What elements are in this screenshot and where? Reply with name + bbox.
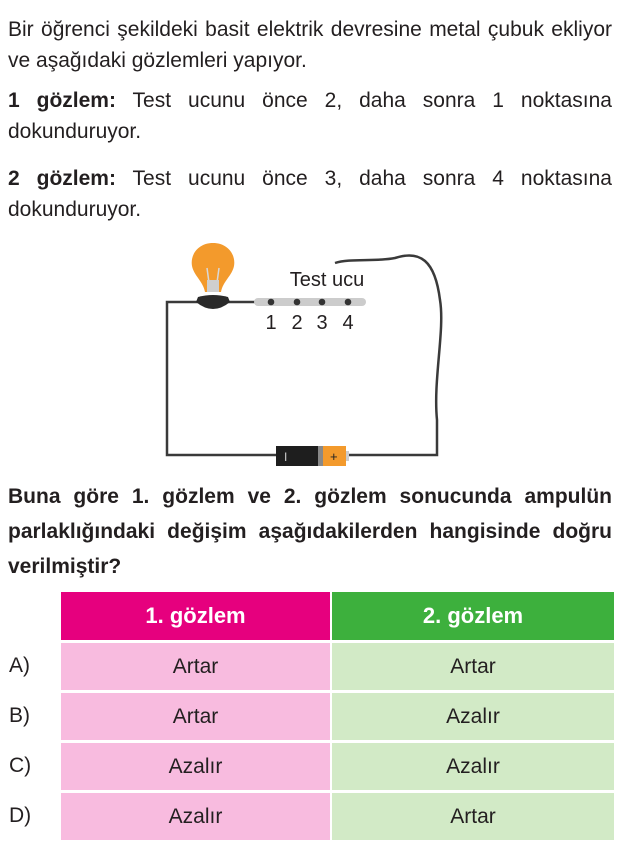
battery-minus: I	[284, 450, 287, 464]
point-4-dot	[344, 298, 352, 306]
option-b-obs2: Azalır	[332, 693, 614, 740]
obs1-text: Test ucunu önce 2, daha sonra 1 noktasın…	[8, 89, 612, 143]
option-d-label[interactable]: D)	[9, 804, 32, 827]
point-3-label: 3	[316, 312, 327, 334]
probe-wire	[334, 254, 443, 457]
obs1-label: 1 gözlem:	[8, 89, 116, 112]
option-b-label[interactable]: B)	[9, 704, 30, 727]
wire-left	[165, 300, 278, 457]
header-obs2: 2. gözlem	[332, 592, 614, 640]
option-d-obs2: Artar	[332, 793, 614, 840]
question-text: Buna göre 1. gözlem ve 2. gözlem sonucun…	[8, 485, 612, 578]
option-a-obs2: Artar	[332, 643, 614, 690]
observation-1: 1 gözlem: Test ucunu önce 2, daha sonra …	[8, 85, 612, 147]
option-b-obs1: Artar	[61, 693, 330, 740]
option-a-label[interactable]: A)	[9, 654, 30, 677]
header-obs1: 1. gözlem	[61, 592, 330, 640]
battery-icon: I +	[276, 446, 349, 466]
option-a-obs1: Artar	[61, 643, 330, 690]
bulb-icon	[191, 243, 235, 309]
point-2-label: 2	[291, 312, 302, 334]
point-2-dot	[293, 298, 301, 306]
option-c-obs1: Azalır	[61, 743, 330, 790]
battery-plus: +	[330, 449, 338, 464]
point-1-label: 1	[265, 312, 276, 334]
point-1-dot	[267, 298, 275, 306]
circuit-diagram: Test ucu 1 2 3 4 I +	[165, 243, 443, 466]
obs2-label: 2 gözlem:	[8, 167, 116, 190]
point-3-dot	[318, 298, 326, 306]
probe-label: Test ucu	[290, 269, 364, 291]
option-c-obs2: Azalır	[332, 743, 614, 790]
observation-2: 2 gözlem: Test ucunu önce 3, daha sonra …	[8, 163, 612, 225]
option-c-label[interactable]: C)	[9, 754, 32, 777]
point-4-label: 4	[342, 312, 353, 334]
metal-rod	[254, 298, 366, 306]
option-d-obs1: Azalır	[61, 793, 330, 840]
obs2-text: Test ucunu önce 3, daha sonra 4 noktasın…	[8, 167, 612, 221]
intro-text: Bir öğrenci şekildeki basit elektrik dev…	[8, 18, 612, 72]
